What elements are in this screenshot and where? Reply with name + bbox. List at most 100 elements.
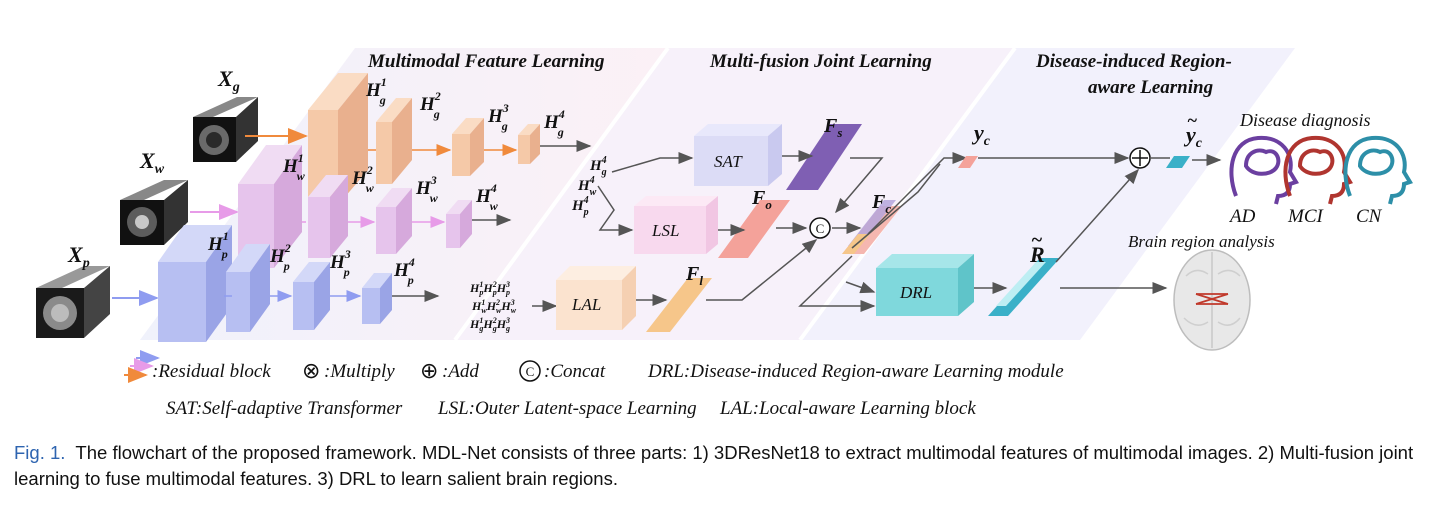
arrow-fc-drl2 xyxy=(798,255,876,312)
legend-multiply: :Multiply xyxy=(324,361,395,382)
input-label-p: Xp xyxy=(67,242,90,271)
drl-module xyxy=(876,254,974,316)
concat-letter: C xyxy=(816,221,825,236)
caption-label: Fig. 1. xyxy=(14,442,66,463)
strip-r-inner xyxy=(996,262,1046,306)
input-image-g xyxy=(193,97,258,162)
label-mci: MCI xyxy=(1287,206,1325,227)
section-title-multimodal: Multimodal Feature Learning xyxy=(367,51,604,72)
section-title-region-2: aware Learning xyxy=(1088,77,1213,98)
lal-label: LAL xyxy=(571,295,601,314)
band-divider-1 xyxy=(453,46,670,342)
section-title-region-1: Disease-induced Region- xyxy=(1035,51,1232,72)
block-w4 xyxy=(446,200,472,248)
input-image-w xyxy=(120,180,188,245)
strip-yc xyxy=(958,156,978,168)
label-r-tilde: ~ xyxy=(1031,229,1042,251)
legend-multiply-symbol: ⊗ xyxy=(302,358,320,383)
strip-fs xyxy=(786,124,862,190)
figure-caption: Fig. 1.The flowchart of the proposed fra… xyxy=(14,440,1434,492)
concat-symbol xyxy=(809,217,831,239)
arrow-fc-yc xyxy=(867,152,968,235)
block-p2 xyxy=(226,244,270,332)
sat-label: SAT xyxy=(714,152,743,171)
legend-residual-icon xyxy=(124,350,160,383)
label-r: R xyxy=(1029,242,1045,267)
block-p3 xyxy=(293,262,330,330)
label-ytc-tilde: ~ xyxy=(1187,110,1197,130)
sat-module xyxy=(694,124,782,186)
brain-image xyxy=(1173,249,1251,351)
label-fc: Fc xyxy=(871,191,891,216)
legend-lal: LAL:Local-aware Learning block xyxy=(719,398,976,419)
arrow-fl-concat xyxy=(706,239,818,301)
arrow-fs-concat xyxy=(835,157,884,214)
block-g4 xyxy=(518,124,540,164)
diagnosis-title: Disease diagnosis xyxy=(1239,110,1371,130)
label-fs: Fs xyxy=(823,115,842,140)
input-label-g: Xg xyxy=(217,66,240,95)
legend-add: :Add xyxy=(442,361,479,382)
legend-lsl: LSL:Outer Latent-space Learning xyxy=(437,398,697,419)
svg-text:H4p: H4p xyxy=(571,195,589,218)
head-mci-icon xyxy=(1283,135,1353,205)
svg-text:H4g: H4g xyxy=(589,155,607,178)
label-cn: CN xyxy=(1356,206,1383,227)
lsl-label: LSL xyxy=(651,221,679,240)
section-title-fusion: Multi-fusion Joint Learning xyxy=(709,51,932,72)
label-fl: Fl xyxy=(685,263,703,288)
label-ad: AD xyxy=(1228,206,1256,227)
legend-concat: :Concat xyxy=(544,361,606,382)
arrow-r-add xyxy=(1055,168,1139,263)
line-to-sat xyxy=(611,152,694,173)
strip-fo xyxy=(718,200,790,258)
input-label-w: Xw xyxy=(139,148,165,177)
legend-concat-letter: C xyxy=(526,364,535,379)
drl-label: DRL xyxy=(899,283,932,302)
svg-text:H4w: H4w xyxy=(577,175,597,198)
caption-text: The flowchart of the proposed framework.… xyxy=(14,442,1414,489)
input-image-p xyxy=(36,266,110,338)
brain-title: Brain region analysis xyxy=(1128,232,1275,251)
legend-drl: DRL:Disease-induced Region-aware Learnin… xyxy=(647,361,1064,382)
label-yc: yc xyxy=(971,120,991,149)
block-w3 xyxy=(376,188,412,254)
lal-module xyxy=(556,266,636,330)
line-to-lsl xyxy=(597,185,634,236)
label-fo: Fo xyxy=(751,187,772,212)
label-ytc: yc xyxy=(1183,122,1203,151)
head-cn-icon xyxy=(1343,135,1413,205)
strip-fl xyxy=(646,278,712,332)
block-p1 xyxy=(158,225,232,342)
legend-concat-symbol xyxy=(519,360,541,382)
block-p4 xyxy=(362,273,392,324)
arrow-fc-drl xyxy=(851,163,941,249)
block-g2 xyxy=(376,98,412,184)
block-g3 xyxy=(452,118,484,176)
lsl-module xyxy=(634,196,718,254)
block-w2 xyxy=(308,175,348,258)
strip-ytc xyxy=(1166,156,1190,168)
framework-diagram: Multimodal Feature Learning Multi-fusion… xyxy=(36,46,1413,419)
legend-sat: SAT:Self-adaptive Transformer xyxy=(166,398,403,419)
legend-add-symbol: ⊕ xyxy=(420,358,438,383)
arrow-fc-drl3 xyxy=(845,281,876,294)
